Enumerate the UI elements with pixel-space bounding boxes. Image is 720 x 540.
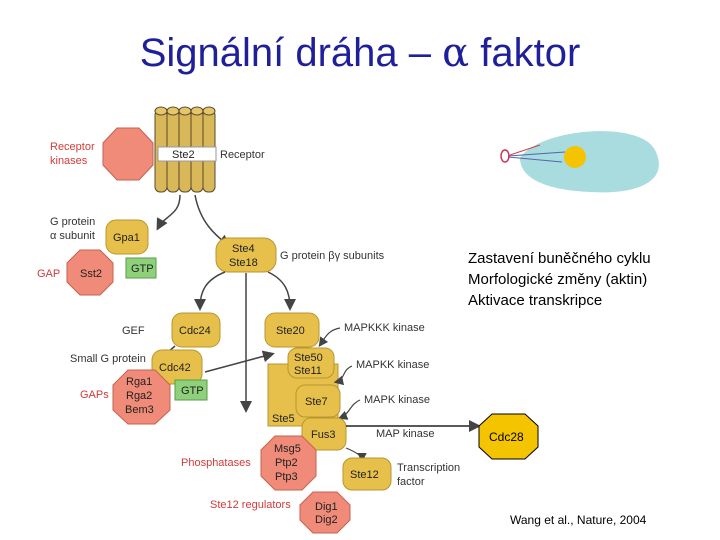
receptor-kinases-line1: Receptor [50,141,95,153]
fus3-label: Fus3 [311,429,335,441]
ste20-node [264,312,320,348]
dig2-label: Dig2 [315,514,338,526]
gap-label: GAP [37,268,60,280]
ste11-label: Ste11 [294,365,322,377]
slide-title: Signální dráha – α faktor [0,30,720,76]
arrow-mapk [337,399,361,420]
receptor-label: Receptor [220,149,265,161]
cdc42-label: Cdc42 [159,362,191,374]
phosphatase-octagon [260,435,317,491]
arrow-mapkk [333,365,353,386]
sst2-label: Sst2 [80,268,102,280]
gef-label: GEF [122,325,145,337]
small-g-label: Small G protein [70,353,146,365]
effects-list: Zastavení buněčného cyklu Morfologické z… [468,248,651,311]
msg5-label: Msg5 [274,443,301,455]
gpa1-node [105,219,149,255]
gtp-label: GTP [131,263,154,275]
cdc24-node [171,312,221,348]
effect-transcription: Aktivace transkripce [468,292,603,309]
ste20-label: Ste20 [276,325,305,337]
ste5-label: Ste5 [272,413,295,425]
sst2-octagon [66,249,114,296]
dig1-label: Dig1 [315,501,338,513]
cdc28-label: Cdc28 [489,430,524,444]
arrow-receptor-ste4 [194,194,231,247]
rga2-label: Rga2 [126,390,152,402]
g-alpha-line1: G protein [50,216,95,228]
mapk-label: MAPK kinase [364,394,430,406]
ptp2-label: Ptp2 [275,457,298,469]
ste12-label: Ste12 [350,469,379,481]
ptp3-label: Ptp3 [275,471,298,483]
map-kinase-label: MAP kinase [376,428,435,440]
ste4-label: Ste4 [232,243,255,255]
rga1-label: Rga1 [126,376,152,388]
rga-octagon [112,369,171,425]
effect-morphology: Morfologické změny (aktin) [468,271,648,288]
citation: Wang et al., Nature, 2004 [510,513,647,527]
receptor-helices [154,106,217,193]
title-text: Signální dráha – [139,31,443,75]
dig-octagon [299,491,351,534]
gaps-label: GAPs [80,389,109,401]
cdc28-octagon [478,413,539,460]
gtp-box [125,257,157,279]
bem3-label: Bem3 [125,404,154,416]
gtp2-label: GTP [181,385,204,397]
receptor-kinase-octagon [102,127,154,181]
arrow-ste4-cdc24 [194,271,226,311]
ste50-ste11-node [287,347,335,379]
g-alpha-line2: α subunit [50,230,95,242]
arrow-mapkkk [318,327,341,347]
effect-cell-cycle-arrest: Zastavení buněčného cyklu [468,250,651,267]
phosphatases-label: Phosphatases [181,457,251,469]
mapkk-label: MAPKK kinase [356,359,429,371]
gtp2-box [174,379,208,401]
title-tail: faktor [469,31,581,75]
arrow-ste4-ste20 [267,271,296,311]
ste2-label: Ste2 [172,149,195,161]
yeast-cell-illustration [500,131,659,193]
arrow-receptor-gpa1 [156,194,181,231]
nucleus [564,146,586,168]
ste18-label: Ste18 [229,257,258,269]
ste12-node [342,457,392,491]
ste12-regulators-label: Ste12 regulators [210,499,291,511]
ste4-ste18-node [215,237,277,273]
transcription-line2: factor [397,476,425,488]
arrow-cdc42-ste20 [204,350,275,373]
alpha-symbol: α [442,30,470,76]
g-bg-label: G protein βγ subunits [280,250,385,262]
cdc24-label: Cdc24 [179,325,211,337]
ste7-node [295,384,341,418]
gpa1-label: Gpa1 [113,232,140,244]
receptor-kinases-line2: kinases [50,155,88,167]
mapkkk-label: MAPKKK kinase [344,322,425,334]
ste7-label: Ste7 [305,396,328,408]
transcription-line1: Transcription [397,462,460,474]
ste50-label: Ste50 [294,352,323,364]
fus3-node [301,417,347,451]
